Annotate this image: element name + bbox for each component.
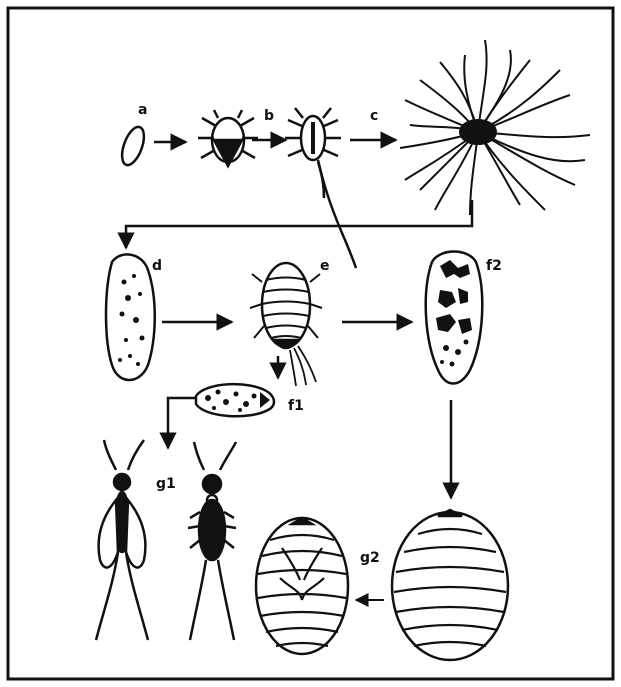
arrow-f1-to-g1 <box>168 398 196 448</box>
f1-illustration <box>196 384 274 416</box>
egg-illustration <box>118 124 149 168</box>
g2-ventral-illustration <box>256 518 348 654</box>
label-d: d <box>152 258 162 274</box>
d-stage-illustration <box>106 254 155 380</box>
label-c: c <box>370 108 378 124</box>
g2-dorsal-illustration <box>392 510 508 660</box>
f2-illustration <box>426 252 483 384</box>
label-e: e <box>320 258 330 274</box>
adult-female-illustration <box>250 263 322 386</box>
label-g1: g1 <box>156 476 176 492</box>
waxy-nymph-illustration <box>400 40 590 215</box>
settled-nymph-illustration <box>285 108 356 268</box>
label-f2: f2 <box>486 258 502 274</box>
label-f1: f1 <box>288 398 304 414</box>
label-a: a <box>138 102 147 118</box>
crawler-nymph-illustration <box>198 110 258 166</box>
label-g2: g2 <box>360 550 380 566</box>
winged-male-illustration <box>96 440 148 640</box>
winged-male-dorsal-illustration <box>188 442 236 640</box>
label-b: b <box>264 108 274 124</box>
arrow-c-to-d <box>126 200 472 248</box>
